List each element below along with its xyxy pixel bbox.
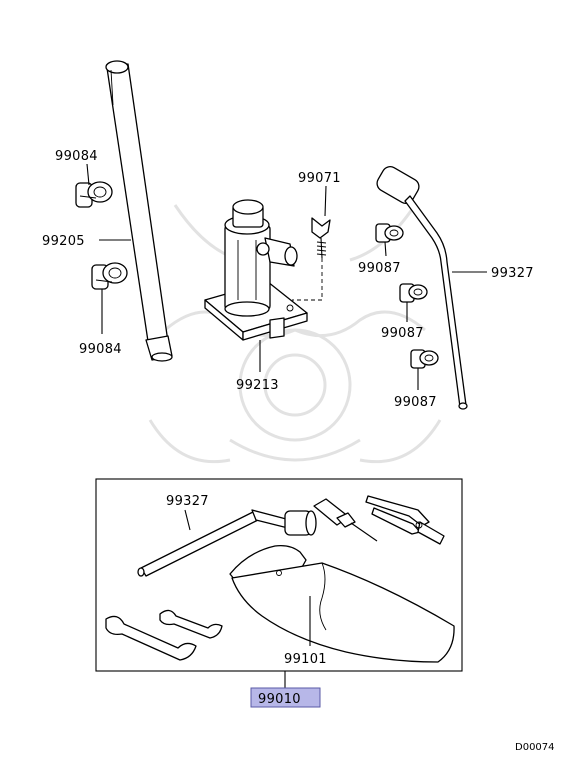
- callout-99087-b: 99087: [381, 326, 424, 341]
- clip-99084-top: [75, 181, 113, 208]
- kit-wheel-brace: [137, 509, 317, 577]
- tool-bag: [229, 544, 455, 663]
- wrench-large: [105, 615, 197, 661]
- leader-99327-kit: [184, 509, 191, 531]
- leader-99071: [324, 185, 327, 217]
- bolt-path-dashed: [292, 258, 323, 301]
- callout-99205: 99205: [42, 234, 85, 249]
- wheel-brace: [376, 166, 468, 410]
- jack-handle-rod: [105, 60, 173, 362]
- callout-99327-top: 99327: [491, 266, 534, 281]
- screwdriver: [313, 498, 378, 542]
- clip-99087-c: [410, 349, 439, 369]
- kit-part-number-highlight: [250, 687, 321, 708]
- callout-99087-c: 99087: [394, 395, 437, 410]
- callout-99327-kit: 99327: [166, 494, 209, 509]
- diagram-code: D00074: [515, 742, 555, 753]
- clip-99087-a: [375, 223, 404, 243]
- callout-99084-bottom: 99084: [79, 342, 122, 357]
- callout-99084-top: 99084: [55, 149, 98, 164]
- leader-99084-top: [86, 163, 90, 186]
- wing-bolt: [311, 217, 331, 259]
- callout-99010: 99010: [258, 692, 301, 707]
- tool-kit-frame: [95, 478, 463, 672]
- wrench-small: [159, 609, 223, 639]
- bottle-jack: [204, 199, 308, 341]
- leader-99087-a: [384, 241, 387, 257]
- callout-99101: 99101: [284, 652, 327, 667]
- callout-99071: 99071: [298, 171, 341, 186]
- pliers: [365, 495, 445, 545]
- callout-99087-a: 99087: [358, 261, 401, 276]
- clip-99087-b: [399, 283, 428, 303]
- clip-99084-bottom: [91, 262, 128, 290]
- callout-99213: 99213: [236, 378, 279, 393]
